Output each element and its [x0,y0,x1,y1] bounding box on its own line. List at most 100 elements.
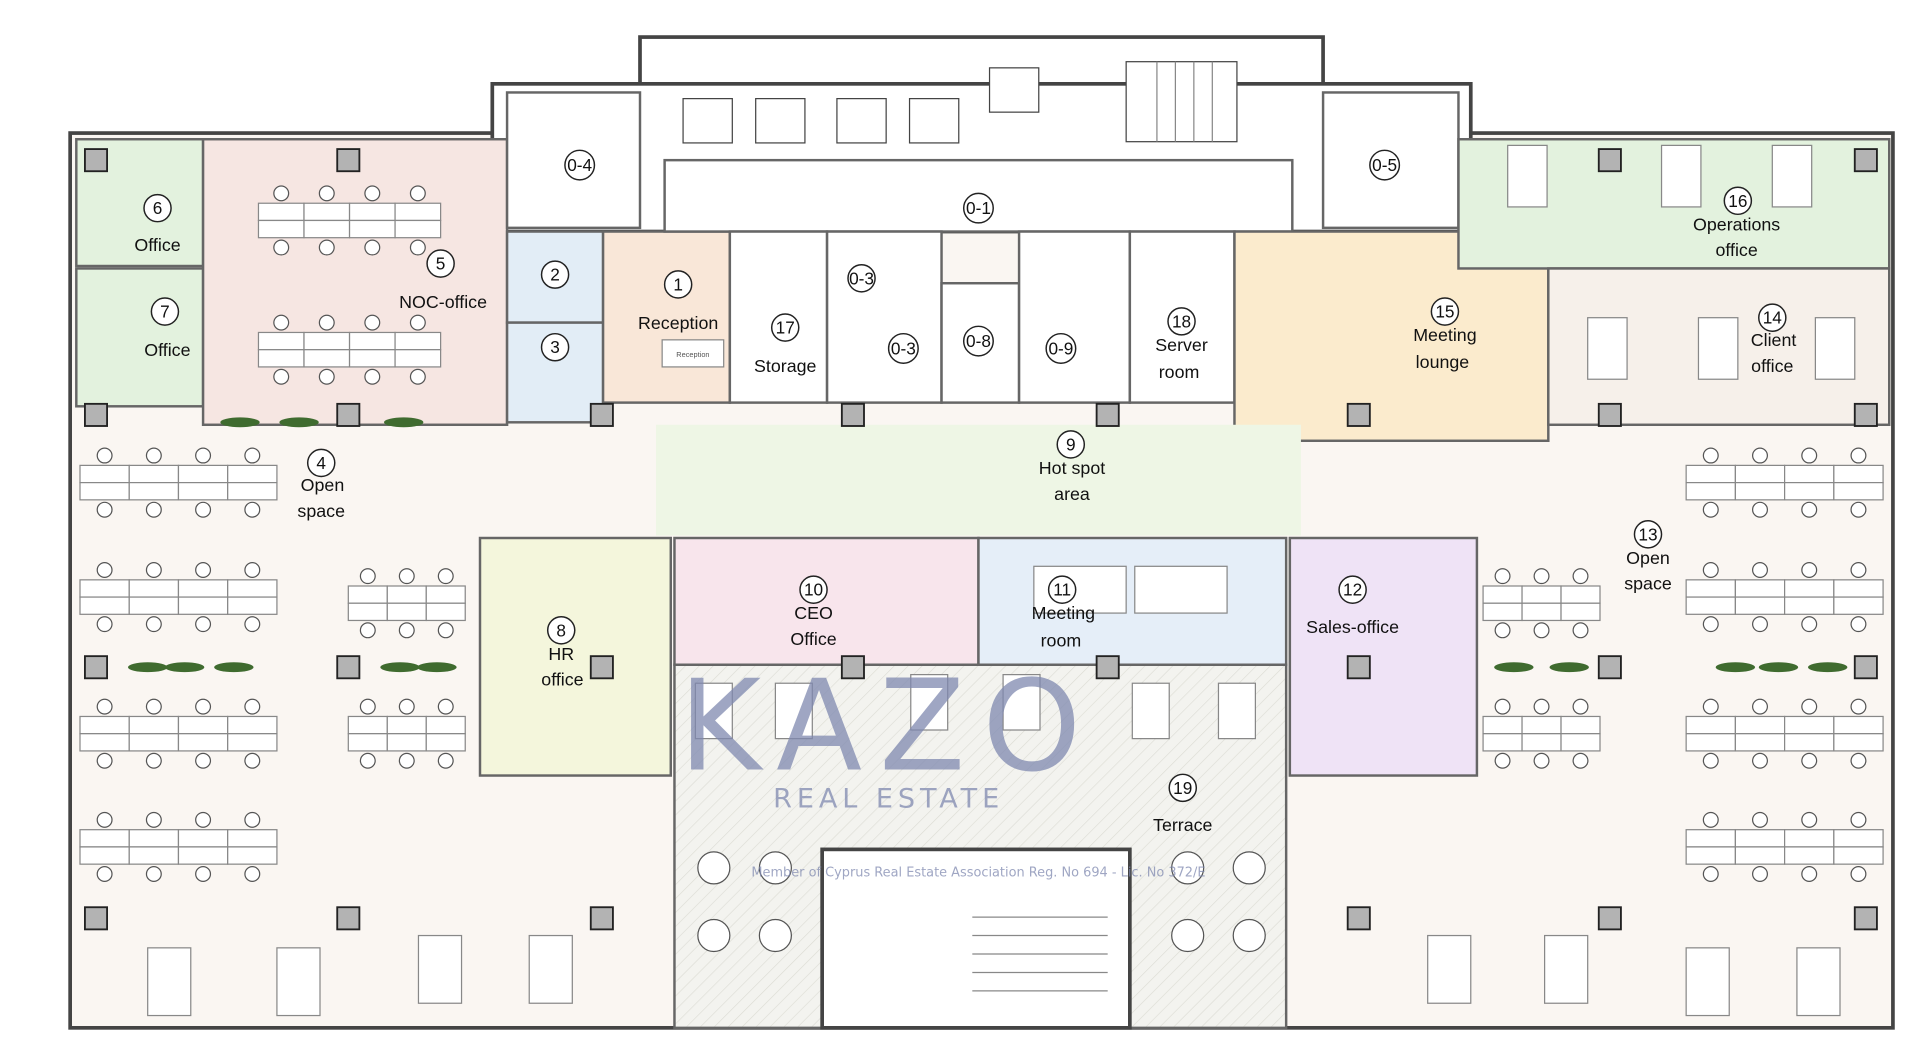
chair [1702,616,1719,633]
desk [1784,464,1835,484]
svg-text:NOC-office: NOC-office [399,292,487,312]
desk [1833,733,1884,752]
svg-text:12: 12 [1343,580,1362,600]
desk [177,715,229,735]
desk [128,596,180,615]
desk [128,733,180,752]
desk [394,349,442,368]
svg-text:office: office [541,670,583,690]
chair [1801,501,1818,518]
chair [1494,568,1511,585]
chair [96,501,113,518]
desk [1685,579,1737,598]
desk [394,219,442,239]
svg-text:3: 3 [550,337,560,357]
desk [1521,602,1562,622]
room-wc-0-9[interactable] [1017,230,1132,404]
planter [279,417,319,428]
label-room-2: 2 [540,260,570,289]
desk [348,202,396,222]
desk [425,733,466,752]
chair [96,752,113,769]
room-hr-office[interactable] [478,536,673,777]
svg-text:HR: HR [548,644,574,664]
watermark: KAZO REAL ESTATE Member of Cyprus Real E… [679,652,1206,880]
chair [273,185,290,202]
room-wc-0-3[interactable] [825,230,943,404]
chair [1533,752,1550,769]
desk [425,715,466,735]
desk [1784,482,1835,501]
desk [177,482,229,501]
chair [1801,698,1818,715]
desk [1521,585,1562,604]
svg-text:2: 2 [550,265,560,285]
chair [1702,811,1719,828]
room-ceo-office[interactable] [673,536,980,667]
chair [1801,866,1818,883]
chair [1702,562,1719,579]
chair [1702,752,1719,769]
chair [1702,501,1719,518]
chair [96,811,113,828]
chair [1494,698,1511,715]
structural-column [336,148,361,173]
chair [398,752,415,769]
chair [1801,752,1818,769]
chair [1752,501,1768,518]
planter [1549,662,1589,673]
desk [303,219,351,239]
svg-text:1: 1 [673,274,683,294]
planter [380,662,420,673]
svg-text:0-3: 0-3 [891,338,916,358]
room-noc-office[interactable] [201,138,509,426]
structural-column [1095,402,1120,427]
chair [195,447,212,464]
desk [227,733,278,752]
desk [79,579,130,598]
svg-text:Storage: Storage [754,356,817,376]
structural-column [336,402,361,427]
chair [1752,866,1768,883]
chair [1572,752,1589,769]
room-office-7[interactable] [75,267,205,408]
chair [398,698,415,715]
terrace-table [694,682,733,740]
svg-text:4: 4 [316,453,326,473]
svg-text:CEO: CEO [794,603,833,623]
desk [386,733,427,752]
chair [364,368,381,385]
chair [1850,811,1867,828]
svg-text:Office: Office [144,340,190,360]
structural-column [1853,655,1878,680]
desk [1560,585,1601,604]
desk [177,464,229,484]
desk [1685,715,1737,735]
svg-text:6: 6 [153,198,163,218]
chair [1533,622,1550,639]
room-hot-spot-area[interactable] [656,424,1301,536]
desk [79,715,130,735]
desk [348,331,396,351]
chair [145,562,162,579]
desk [1734,579,1786,598]
room-meeting-room[interactable] [977,536,1288,667]
chair [1850,447,1867,464]
label-0-8: 0-8 [962,325,994,357]
room-reception[interactable] [601,230,732,404]
room-0-4[interactable] [505,91,642,230]
desk [128,482,180,501]
room-sales-office[interactable] [1288,536,1479,777]
svg-text:10: 10 [804,580,823,600]
desk [425,602,466,622]
chair [318,239,335,256]
desk [79,482,130,501]
chair [1494,752,1511,769]
desk [1833,579,1884,598]
